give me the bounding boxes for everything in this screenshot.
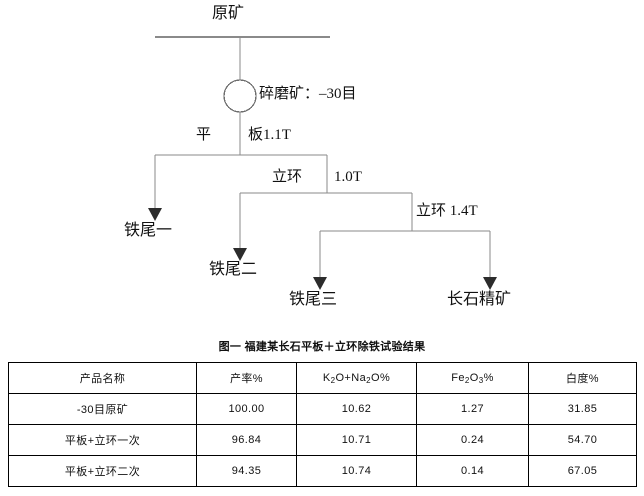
- header-alkali-oxides: K2O+Na2O%: [296, 362, 417, 394]
- cell-iron: 0.14: [416, 455, 529, 487]
- header-whiteness: 白度%: [528, 362, 637, 394]
- table-row: -30目原矿 100.00 10.62 1.27 31.85: [8, 393, 637, 425]
- flowchart-lines: [148, 36, 497, 290]
- cell-product-name: 平板+立环一次: [8, 424, 197, 456]
- header-alkali-suffix: O%: [370, 372, 391, 384]
- header-fe-sub-3: 3: [478, 376, 484, 385]
- cell-iron: 1.27: [416, 393, 529, 425]
- product-tail3-label: 铁尾三: [289, 291, 338, 308]
- cell-alkali: 10.74: [296, 455, 417, 487]
- stage1-right-label: 板1.1T: [248, 127, 291, 143]
- results-table: 产品名称 产率% K2O+Na2O% Fe2O3% 白度% -30目原矿 100…: [8, 362, 637, 487]
- cell-yield: 100.00: [196, 393, 297, 425]
- grinding-label: 碎磨矿：–30目: [259, 86, 357, 102]
- cell-product-name: -30目原矿: [8, 393, 197, 425]
- cell-iron: 0.24: [416, 424, 529, 456]
- stage2-right-label: 1.0T: [334, 169, 362, 185]
- header-fe-prefix: Fe: [451, 372, 465, 384]
- flow-arrowheads: [148, 208, 497, 290]
- header-alkali-sub-2a: 2: [330, 376, 336, 385]
- product-concentrate-label: 长石精矿: [447, 291, 512, 308]
- header-yield: 产率%: [196, 362, 297, 394]
- table-row: 平板+立环一次 96.84 10.71 0.24 54.70: [8, 424, 637, 456]
- product-tail2-label: 铁尾二: [209, 261, 258, 278]
- product-tail1-label: 铁尾一: [124, 222, 173, 239]
- header-product-name: 产品名称: [8, 362, 197, 394]
- cell-whiteness: 54.70: [528, 424, 637, 456]
- process-flowchart: 原矿 碎磨矿：–30目 平 板1.1T 立环 1.0T 立环 1.4T 铁尾一 …: [124, 5, 512, 308]
- stage1-left-label: 平: [196, 127, 212, 143]
- cell-yield: 94.35: [196, 455, 297, 487]
- header-fe-suffix: %: [483, 372, 494, 384]
- figure-caption: 图一 福建某长石平板＋立环除铁试验结果: [218, 341, 426, 353]
- header-fe-sub-2: 2: [464, 376, 470, 385]
- header-alkali-k: K: [322, 372, 331, 384]
- feed-label: 原矿: [212, 5, 245, 22]
- header-fe-mid: O: [469, 372, 479, 384]
- cell-alkali: 10.71: [296, 424, 417, 456]
- cell-whiteness: 67.05: [528, 455, 637, 487]
- stage3-label: 立环 1.4T: [416, 203, 478, 219]
- header-alkali-sub-2b: 2: [366, 376, 371, 385]
- header-iron-oxide: Fe2O3%: [416, 362, 529, 394]
- table-row: 平板+立环二次 94.35 10.74 0.14 67.05: [8, 455, 637, 487]
- cell-alkali: 10.62: [296, 393, 417, 425]
- table-header-row: 产品名称 产率% K2O+Na2O% Fe2O3% 白度%: [8, 362, 637, 394]
- cell-product-name: 平板+立环二次: [8, 455, 197, 487]
- cell-whiteness: 31.85: [528, 393, 637, 425]
- header-alkali-mid: O+Na: [335, 372, 367, 384]
- cell-yield: 96.84: [196, 424, 297, 456]
- stage2-left-label: 立环: [272, 169, 303, 185]
